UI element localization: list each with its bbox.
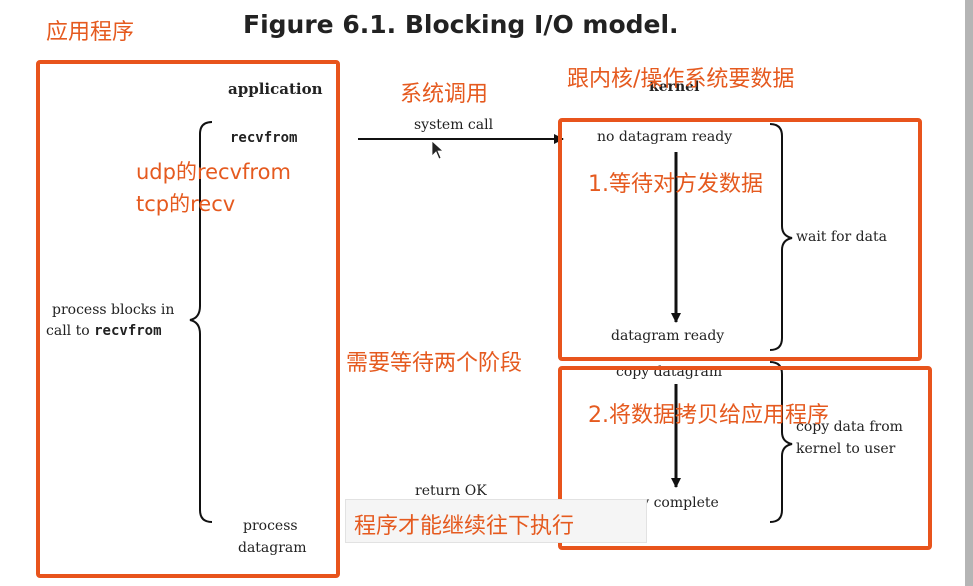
cursor-icon bbox=[431, 140, 445, 160]
copy-phase-highlight-box bbox=[558, 366, 932, 550]
process-blocks-label: process blocks in bbox=[52, 302, 175, 318]
wait-for-data-label: wait for data bbox=[796, 229, 887, 245]
system-call-label: system call bbox=[414, 117, 494, 133]
recvfrom-label: recvfrom bbox=[230, 130, 298, 146]
annotation-phase-2: 2.将数据拷贝给应用程序 bbox=[588, 403, 829, 428]
annotation-tcp: tcp的recv bbox=[136, 192, 236, 216]
application-label: application bbox=[228, 80, 323, 98]
call-to-recvfrom-label: call to recvfrom bbox=[46, 323, 162, 339]
figure-title: Figure 6.1. Blocking I/O model. bbox=[243, 10, 679, 39]
application-brace bbox=[189, 121, 213, 523]
datagram-label: datagram bbox=[238, 540, 307, 556]
no-datagram-ready-label: no datagram ready bbox=[597, 129, 733, 145]
process-label: process bbox=[243, 518, 298, 534]
annotation-kernel-data: 跟内核/操作系统要数据 bbox=[567, 67, 795, 92]
annotation-application: 应用程序 bbox=[46, 20, 135, 45]
annotation-two-phases: 需要等待两个阶段 bbox=[346, 351, 523, 376]
wait-brace bbox=[769, 123, 793, 351]
annotation-continue: 程序才能继续往下执行 bbox=[354, 514, 575, 539]
annotation-udp: udp的recvfrom bbox=[136, 160, 291, 184]
return-ok-label: return OK bbox=[415, 483, 487, 499]
continue-note-box bbox=[345, 499, 647, 543]
annotation-system-call: 系统调用 bbox=[400, 82, 489, 107]
annotation-phase-1: 1.等待对方发数据 bbox=[588, 172, 763, 197]
application-highlight-box bbox=[36, 60, 340, 578]
datagram-ready-label: datagram ready bbox=[611, 328, 725, 344]
kernel-label: kernel bbox=[649, 79, 700, 95]
wait-phase-highlight-box bbox=[558, 118, 922, 361]
kernel-to-user-label: kernel to user bbox=[796, 441, 896, 457]
copy-data-from-label: copy data from bbox=[796, 419, 903, 435]
